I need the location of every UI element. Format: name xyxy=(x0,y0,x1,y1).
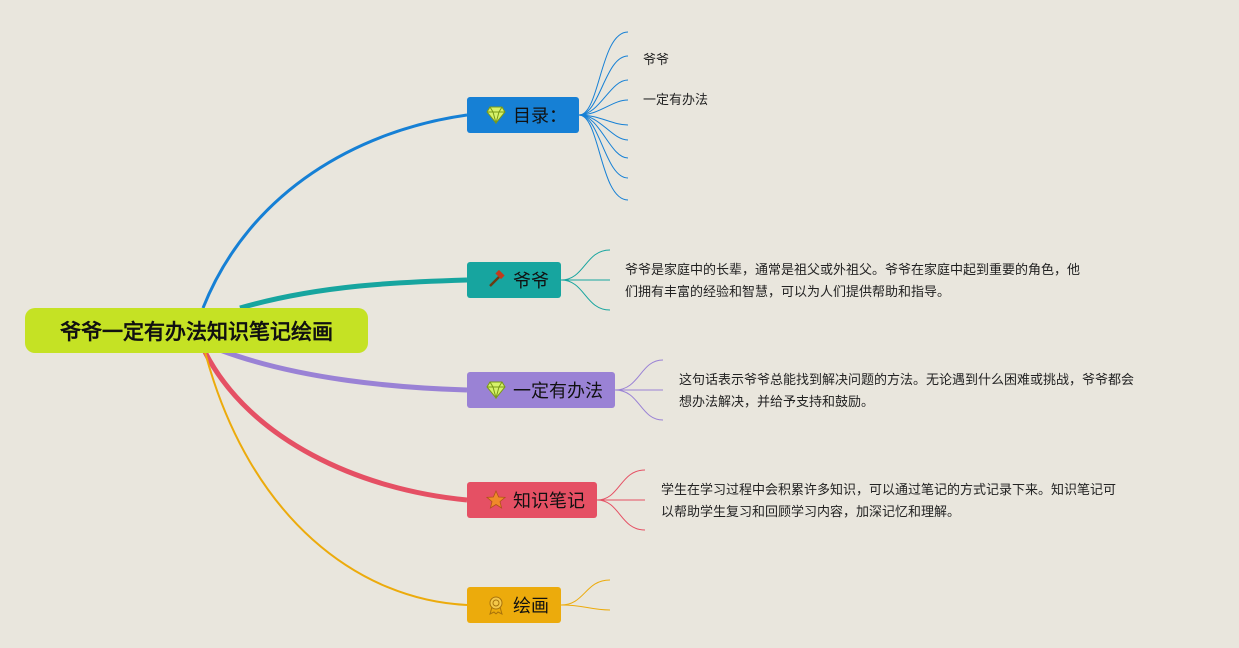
mulu-item-2[interactable]: 一定有办法 xyxy=(643,93,709,108)
branch-mulu[interactable]: 目录： xyxy=(467,97,579,133)
branch-zhi[interactable]: 知识笔记 xyxy=(467,482,597,518)
branch-fang-label: 一定有办法 xyxy=(513,381,603,402)
branch-zhi-label: 知识笔记 xyxy=(513,491,585,512)
medal-icon xyxy=(485,594,507,616)
branch-yeye[interactable]: 爷爷 xyxy=(467,262,561,298)
branch-hua-label: 绘画 xyxy=(513,596,549,617)
fan-hua xyxy=(560,579,611,611)
fang-note[interactable]: 这句话表示爷爷总能找到解决问题的方法。无论遇到什么困难或挑战，爷爷都会 想办法解… xyxy=(679,370,1134,414)
link-zhi xyxy=(202,350,468,503)
fan-zhi xyxy=(596,469,646,531)
zhi-note-line-1: 学生在学习过程中会积累许多知识，可以通过笔记的方式记录下来。知识笔记可 xyxy=(661,483,1117,498)
fang-note-line-2: 想办法解决，并给予支持和鼓励。 xyxy=(679,395,875,410)
diamond-icon xyxy=(485,379,507,401)
link-fang xyxy=(219,347,468,393)
zhi-note-line-2: 以帮助学生复习和回顾学习内容，加深记忆和理解。 xyxy=(661,505,961,520)
fan-yeye xyxy=(560,249,611,311)
fan-fang xyxy=(614,359,664,421)
hammer-icon xyxy=(485,269,507,291)
branch-fang[interactable]: 一定有办法 xyxy=(467,372,615,408)
mulu-item-1[interactable]: 爷爷 xyxy=(643,53,670,68)
star-icon xyxy=(485,489,507,511)
root-title: 爷爷一定有办法知识笔记绘画 xyxy=(60,319,333,344)
fan-mulu xyxy=(578,31,629,201)
link-mulu xyxy=(201,113,468,309)
branch-mulu-label: 目录： xyxy=(513,106,567,127)
diamond-icon xyxy=(485,104,507,126)
link-hua xyxy=(204,351,468,606)
root-topic[interactable]: 爷爷一定有办法知识笔记绘画 xyxy=(25,308,368,353)
fang-note-line-1: 这句话表示爷爷总能找到解决问题的方法。无论遇到什么困难或挑战，爷爷都会 xyxy=(679,373,1135,388)
yeye-note-line-1: 爷爷是家庭中的长辈，通常是祖父或外祖父。爷爷在家庭中起到重要的角色，他 xyxy=(625,263,1081,278)
zhi-note[interactable]: 学生在学习过程中会积累许多知识，可以通过笔记的方式记录下来。知识笔记可 以帮助学… xyxy=(661,480,1116,524)
link-yeye xyxy=(239,277,468,311)
yeye-note[interactable]: 爷爷是家庭中的长辈，通常是祖父或外祖父。爷爷在家庭中起到重要的角色，他 们拥有丰… xyxy=(625,260,1080,304)
branch-yeye-label: 爷爷 xyxy=(513,271,549,292)
branch-hua[interactable]: 绘画 xyxy=(467,587,561,623)
yeye-note-line-2: 们拥有丰富的经验和智慧，可以为人们提供帮助和指导。 xyxy=(625,285,951,300)
